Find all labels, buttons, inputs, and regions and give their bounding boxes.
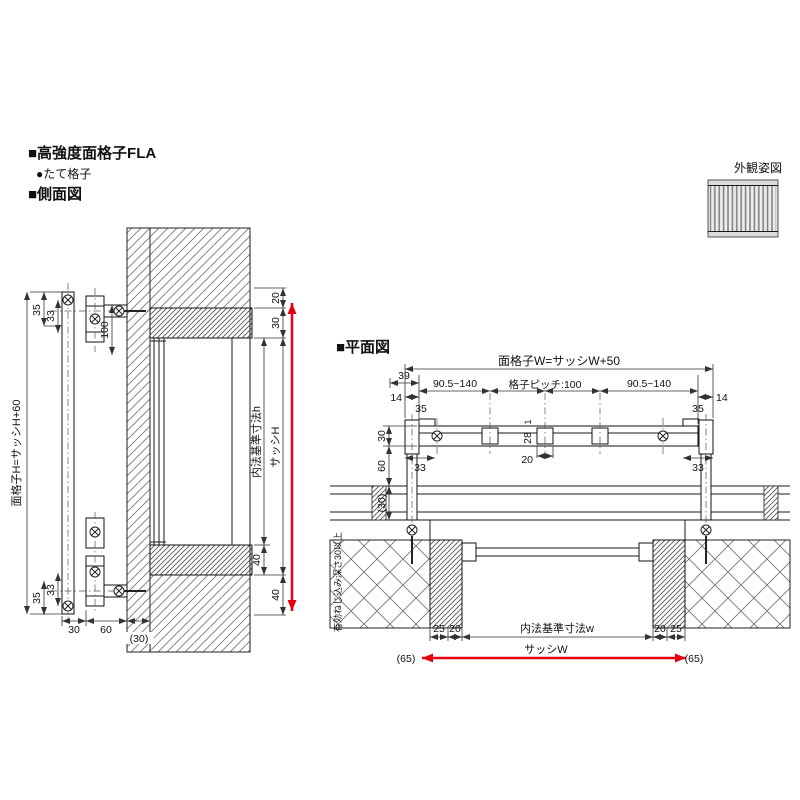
dim-65-right: (65) xyxy=(685,653,704,665)
screw-icon xyxy=(89,526,101,538)
dim-33-left-plan: 33 xyxy=(414,462,426,474)
sash-width-label: サッシW xyxy=(524,643,568,656)
appearance-figure: 外観姿図 xyxy=(707,161,782,238)
screw-depth-note: 有効ねじ込み深さ30以上 xyxy=(332,532,343,632)
dim-60: 60 xyxy=(376,460,388,472)
side-grille-assembly xyxy=(50,283,150,622)
grille-width-formula: 面格子W=サッシW+50 xyxy=(498,353,620,368)
wall-above-window xyxy=(149,227,251,309)
dim-28: 28 xyxy=(522,432,534,444)
dim-40-outer: 40 xyxy=(270,589,282,601)
header: ■高強度面格子FLA ●たて格子 ■側面図 xyxy=(28,144,156,203)
grille-thumbnail-bars xyxy=(710,186,776,231)
dim-14-left: 14 xyxy=(390,392,402,404)
screw-icon xyxy=(657,430,669,442)
screw-icon xyxy=(700,524,712,536)
plan-dimensions xyxy=(383,364,714,663)
range-left: 90.5~140 xyxy=(433,378,477,390)
dim-30-paren: (30) xyxy=(130,633,149,645)
window-head-frame xyxy=(149,307,253,339)
pitch-label: 格子ピッチ:100 xyxy=(509,378,582,391)
screw-icon xyxy=(113,585,125,597)
product-title: ■高強度面格子FLA xyxy=(28,144,156,162)
dim-20-right: 20 xyxy=(654,623,666,635)
dim-33-bottom: 33 xyxy=(45,584,57,596)
wall-block-left xyxy=(329,539,431,629)
dim-65-left: (65) xyxy=(397,653,416,665)
grille-type-label: ●たて格子 xyxy=(36,166,91,181)
dim-30-right: 30 xyxy=(270,317,282,329)
side-view-title: ■側面図 xyxy=(28,185,82,203)
dim-35-top: 35 xyxy=(31,304,43,316)
window-jamb-right xyxy=(652,539,686,629)
side-dimension-labels: 35 33 100 面格子H=サッシH+60 20 30 内法基準寸法h サッシ… xyxy=(9,292,282,645)
range-right: 90.5~140 xyxy=(627,378,671,390)
appearance-label: 外観姿図 xyxy=(734,161,782,175)
side-view: 35 33 100 面格子H=サッシH+60 20 30 内法基準寸法h サッシ… xyxy=(9,227,297,653)
dim-33-right-plan: 33 xyxy=(692,462,704,474)
screw-icon xyxy=(406,524,418,536)
screw-icon xyxy=(113,305,125,317)
dim-20-right: 20 xyxy=(270,292,282,304)
plan-dimension-labels: 面格子W=サッシW+50 39 14 90.5~140 格子ピッチ:100 90… xyxy=(332,353,728,665)
dim-35-right: 35 xyxy=(692,403,704,415)
sash-stile-left xyxy=(461,542,477,562)
plan-view-title: ■平面図 xyxy=(336,339,390,356)
dim-20-bar: 20 xyxy=(521,454,533,466)
window-sill-frame xyxy=(149,544,253,576)
dim-39: 39 xyxy=(398,370,410,382)
grille-horizontal-rail xyxy=(418,425,699,447)
dim-1: 1 xyxy=(523,419,533,424)
dim-30-depth: 30 xyxy=(376,430,388,442)
screw-icon xyxy=(89,566,101,578)
wall-below-window xyxy=(149,574,251,653)
dim-20-left: 20 xyxy=(449,623,461,635)
screw-icon xyxy=(431,430,443,442)
sash-stile-right xyxy=(638,542,654,562)
sash-height-label: サッシH xyxy=(269,426,282,467)
wall-block-right xyxy=(684,539,791,629)
screw-icon xyxy=(62,600,74,612)
dim-60-bottom: 60 xyxy=(100,624,112,636)
furring-strip xyxy=(763,485,779,521)
plan-wall-bands xyxy=(330,485,790,521)
dim-33-top: 33 xyxy=(45,310,57,322)
dim-30-bottom: 30 xyxy=(68,624,80,636)
side-wall-section xyxy=(126,227,253,653)
dim-100: 100 xyxy=(99,321,111,339)
side-dimensions xyxy=(24,287,297,644)
dim-25-right: 25 xyxy=(670,623,682,635)
plan-window-section xyxy=(329,520,791,629)
dim-25-left: 25 xyxy=(433,623,445,635)
dim-35-left: 35 xyxy=(415,403,427,415)
dim-30-paren-plan: (30) xyxy=(376,494,388,513)
exterior-wall xyxy=(126,227,151,653)
dim-35-bottom: 35 xyxy=(31,592,43,604)
inner-height-label: 内法基準寸法h xyxy=(249,406,263,478)
window-jamb-left xyxy=(429,539,463,629)
plan-grille-assembly xyxy=(404,393,714,564)
plan-view: ■平面図 xyxy=(329,339,791,665)
inner-width-label: 内法基準寸法w xyxy=(520,621,594,635)
grille-height-formula: 面格子H=サッシH+60 xyxy=(9,400,23,507)
dim-40-inner: 40 xyxy=(251,554,263,566)
dim-14-right: 14 xyxy=(716,392,728,404)
screw-icon xyxy=(62,294,74,306)
